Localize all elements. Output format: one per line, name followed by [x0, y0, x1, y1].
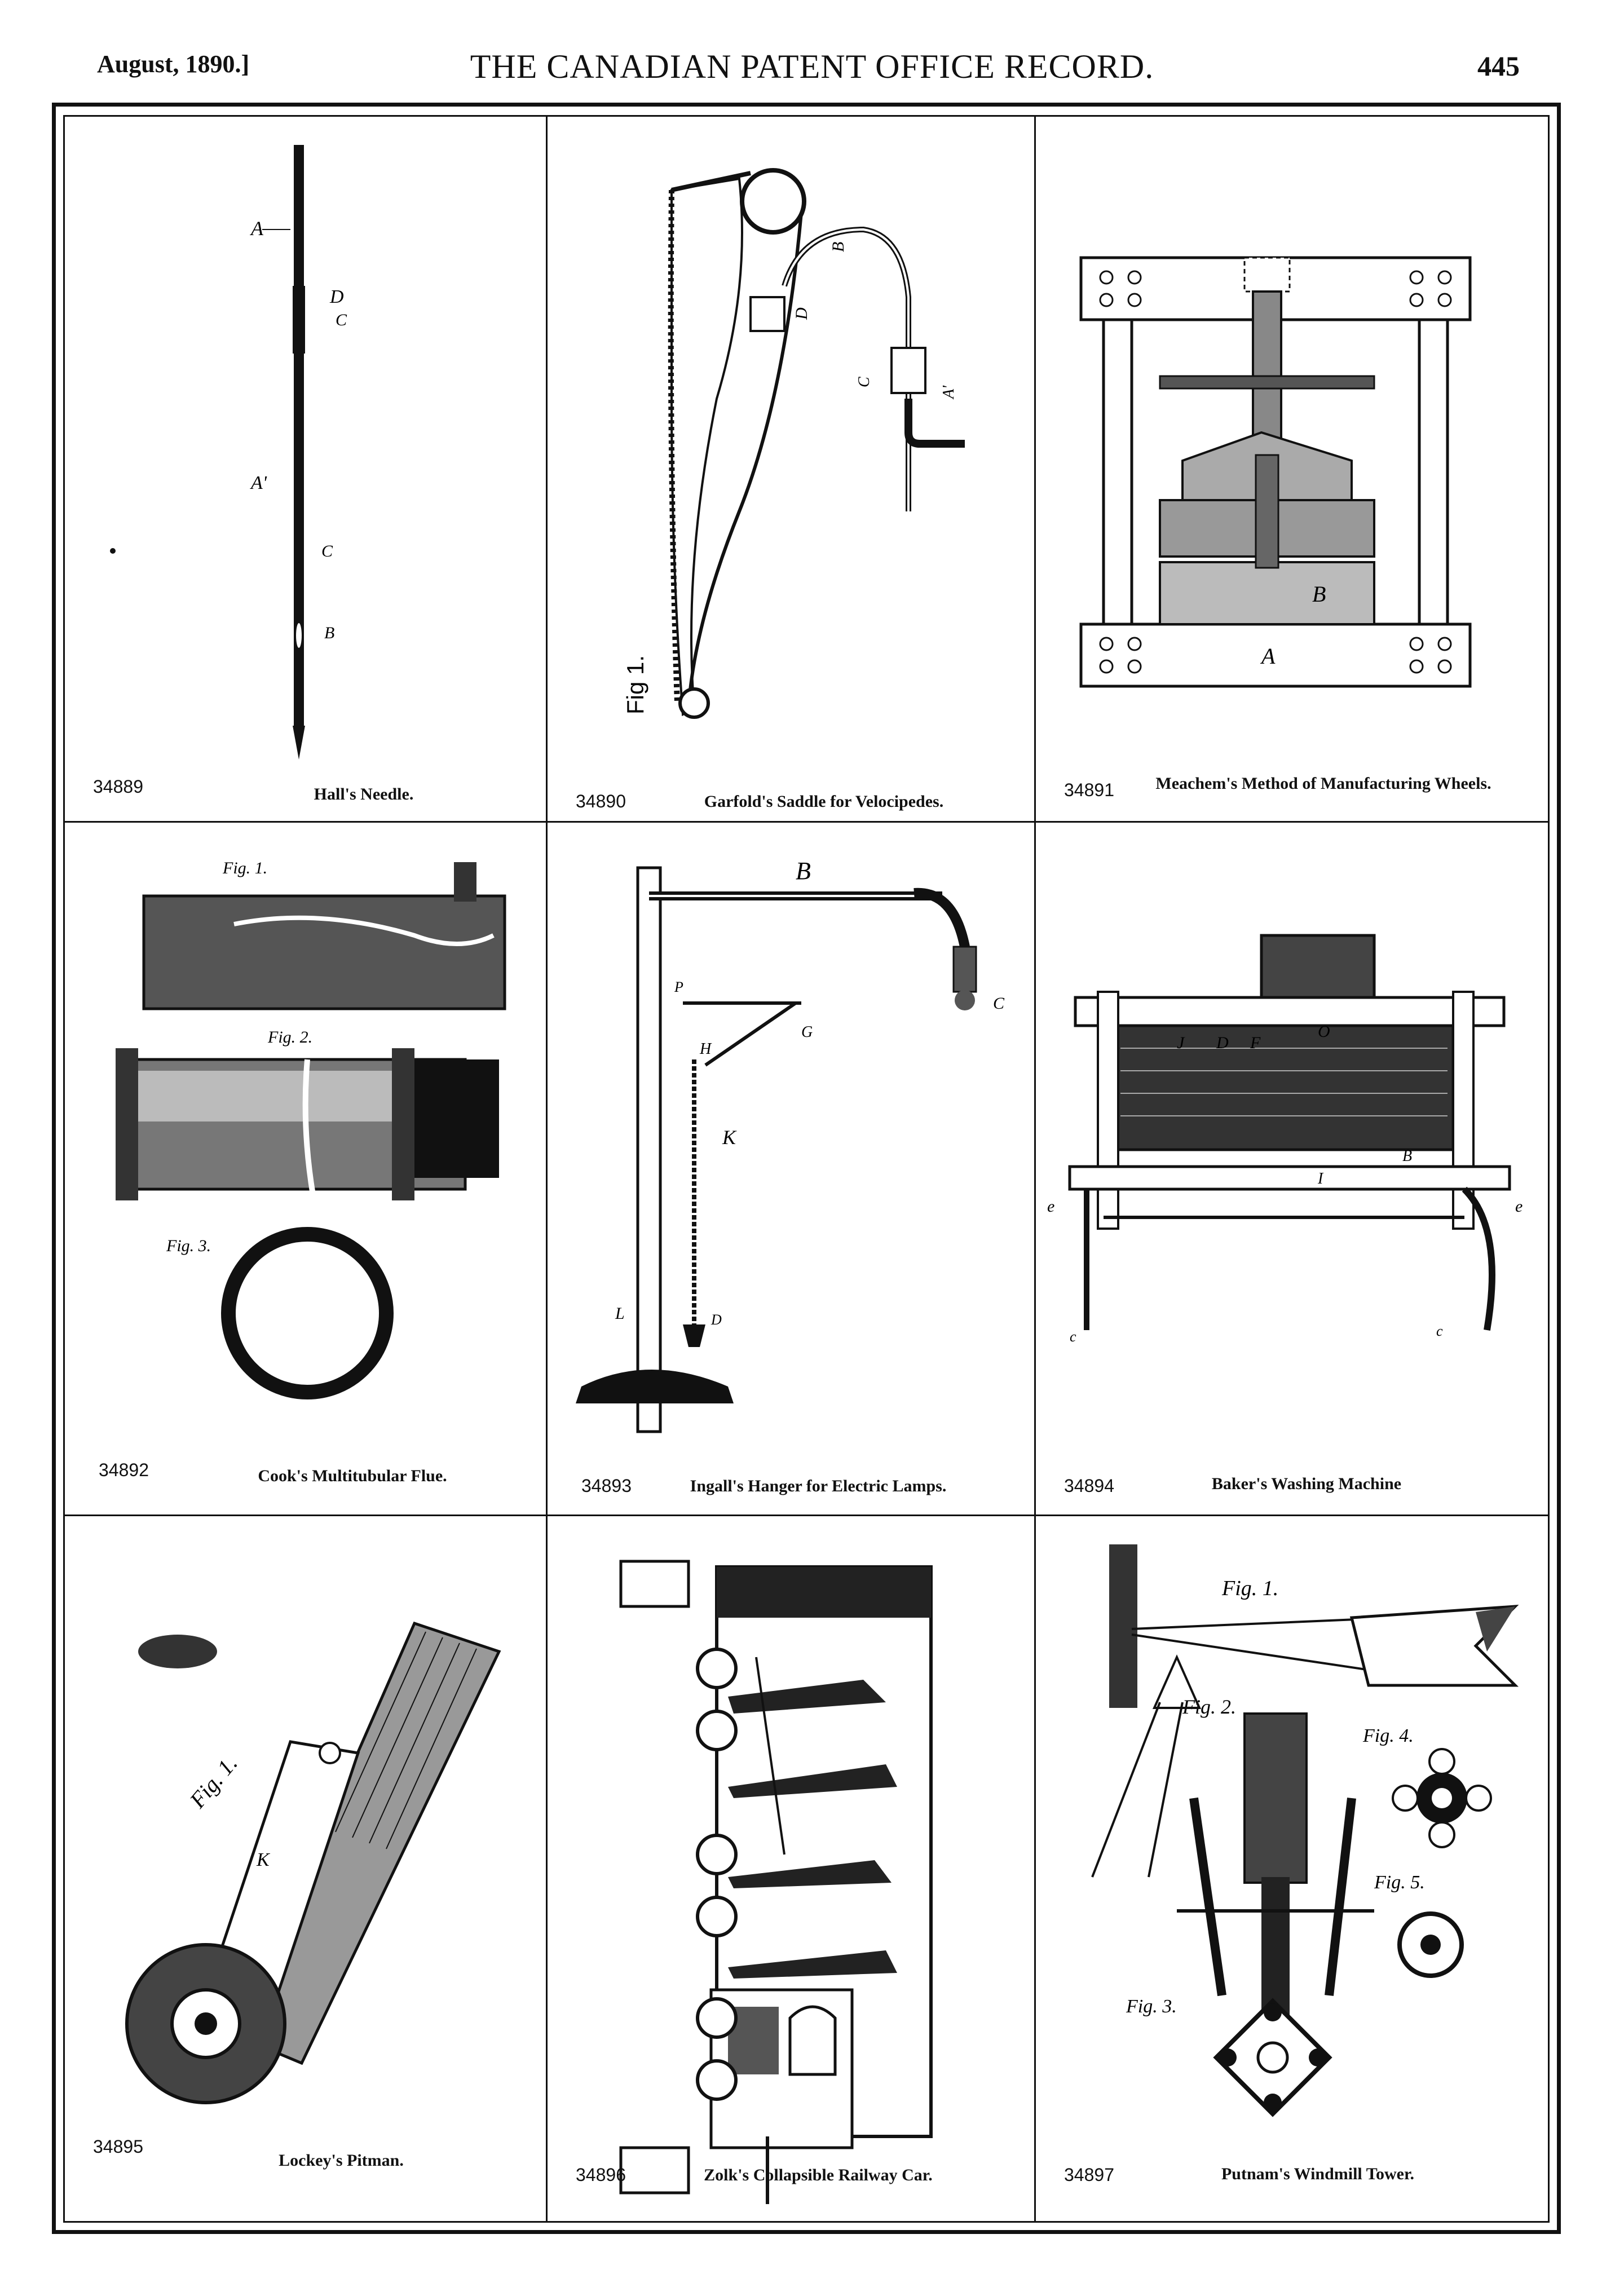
outer-frame: [52, 103, 1561, 2234]
patent-cell-34893: B G H K L D C P 34893 Ingall's Hanger fo…: [548, 823, 1034, 1515]
svg-text:Fig. 4.: Fig. 4.: [1362, 1725, 1414, 1746]
patent-number: 34895: [93, 2136, 143, 2157]
svg-text:D: D: [1216, 1034, 1229, 1052]
svg-text:F: F: [1250, 1034, 1261, 1052]
header-title: THE CANADIAN PATENT OFFICE RECORD.: [470, 48, 1154, 85]
patent-title: Garfold's Saddle for Velocipedes.: [704, 792, 944, 811]
svg-text:H: H: [699, 1040, 712, 1058]
svg-text:P: P: [674, 979, 683, 995]
grid-divider-v2: [1034, 115, 1036, 2223]
grid-divider-v1: [546, 115, 548, 2223]
patent-title: Cook's Multitubular Flue.: [258, 1467, 447, 1485]
saddle-illustration: Fig 1. B D C A': [622, 168, 965, 719]
svg-text:D: D: [710, 1312, 722, 1328]
svg-text:K: K: [256, 1849, 271, 1870]
svg-text:Fig. 1.: Fig. 1.: [222, 859, 267, 877]
inner-frame: [63, 115, 1550, 2223]
hanger-illustration: B G H K L D C P: [576, 857, 1005, 1433]
label-a: A: [250, 217, 264, 240]
patent-number: 34894: [1064, 1476, 1114, 1496]
grid-divider-h1: [63, 821, 1550, 823]
page-number: 445: [1477, 50, 1520, 82]
svg-text:Fig. 2.: Fig. 2.: [267, 1028, 312, 1047]
svg-text:B: B: [1402, 1147, 1412, 1165]
svg-text:Fig 1.: Fig 1.: [622, 655, 648, 714]
svg-text:L: L: [615, 1304, 625, 1323]
patent-cell-34897: Fig. 1. Fig. 2. Fig. 4. Fig. 5. Fig. 3. …: [1036, 1516, 1548, 2221]
svg-text:A: A: [1260, 643, 1276, 669]
patent-cell-34891: A B 34891 Meachem's Method of Manufactur…: [1036, 117, 1548, 821]
svg-text:J: J: [1177, 1034, 1185, 1052]
svg-text:C: C: [993, 994, 1005, 1013]
svg-text:O: O: [1318, 1022, 1330, 1041]
svg-text:C: C: [321, 542, 333, 560]
svg-text:Fig. 1.: Fig. 1.: [1221, 1577, 1278, 1600]
patent-number: 34896: [576, 2165, 626, 2185]
svg-text:Fig. 3.: Fig. 3.: [1126, 1996, 1177, 2017]
header-date: August, 1890.]: [97, 50, 250, 78]
svg-text:K: K: [722, 1126, 737, 1149]
windmill-illustration: Fig. 1. Fig. 2. Fig. 4. Fig. 5. Fig. 3.: [1091, 1544, 1519, 2117]
svg-text:I: I: [1317, 1170, 1324, 1187]
patent-cell-34890: Fig 1. B D C A' 34890 Garfold's Saddle f…: [548, 117, 1034, 821]
svg-text:D: D: [329, 286, 344, 307]
railway-car-illustration: [619, 1560, 933, 2204]
svg-text:Fig. 5.: Fig. 5.: [1374, 1872, 1425, 1893]
patent-title: Zolk's Collapsible Railway Car.: [704, 2166, 933, 2184]
press-illustration: A B: [1079, 256, 1472, 688]
svg-text:c: c: [1070, 1328, 1076, 1345]
patent-title: Ingall's Hanger for Electric Lamps.: [690, 1477, 947, 1495]
svg-text:Fig. 3.: Fig. 3.: [166, 1237, 211, 1255]
svg-text:B: B: [829, 242, 848, 252]
svg-text:c: c: [1436, 1323, 1443, 1339]
svg-text:A': A': [250, 473, 267, 493]
svg-text:D: D: [792, 307, 811, 320]
patent-number: 34891: [1064, 780, 1114, 800]
patent-title: Meachem's Method of Manufacturing Wheels…: [1155, 774, 1491, 793]
washing-machine-illustration: O D F J B I e e c c: [1047, 934, 1522, 1345]
pitman-illustration: Fig. 1. K: [125, 1621, 501, 2104]
svg-text:B: B: [796, 857, 811, 885]
patent-number: 34889: [93, 776, 143, 797]
svg-text:B: B: [1312, 581, 1326, 607]
patent-number: 34890: [576, 791, 626, 811]
patent-cell-34895: Fig. 1. K 34895 Lockey's Pitman.: [65, 1516, 546, 2221]
flue-illustration: Fig. 1. Fig. 2. Fig. 3.: [116, 859, 506, 1399]
page-header: August, 1890.] THE CANADIAN PATENT OFFIC…: [0, 0, 1624, 113]
needle-illustration: A D C A' C B: [110, 145, 347, 760]
patent-number: 34897: [1064, 2165, 1114, 2185]
patent-number: 34893: [581, 1476, 632, 1496]
patent-cell-34894: O D F J B I e e c c 34894 Baker's Washin…: [1036, 823, 1548, 1515]
svg-text:e: e: [1047, 1197, 1054, 1216]
patent-title: Lockey's Pitman.: [279, 2151, 404, 2170]
patent-title: Putnam's Windmill Tower.: [1221, 2165, 1415, 2183]
svg-text:e: e: [1515, 1197, 1522, 1216]
patent-title: Baker's Washing Machine: [1211, 1474, 1402, 1493]
svg-text:Fig. 1.: Fig. 1.: [184, 1751, 242, 1813]
svg-text:B: B: [324, 624, 334, 642]
patent-title: Hall's Needle.: [314, 785, 414, 803]
patent-cell-34892: Fig. 1. Fig. 2. Fig. 3. 34892 Cook's Mul…: [65, 823, 546, 1515]
grid-divider-h2: [63, 1515, 1550, 1516]
patent-cell-34889: A D C A' C B 34889 Hall's Needle.: [65, 117, 546, 821]
patent-number: 34892: [99, 1460, 149, 1480]
svg-text:A': A': [940, 385, 957, 400]
svg-text:C: C: [855, 377, 873, 387]
svg-text:G: G: [801, 1023, 813, 1041]
patent-cell-34896: 34896 Zolk's Collapsible Railway Car.: [548, 1516, 1034, 2221]
svg-text:C: C: [336, 311, 347, 329]
